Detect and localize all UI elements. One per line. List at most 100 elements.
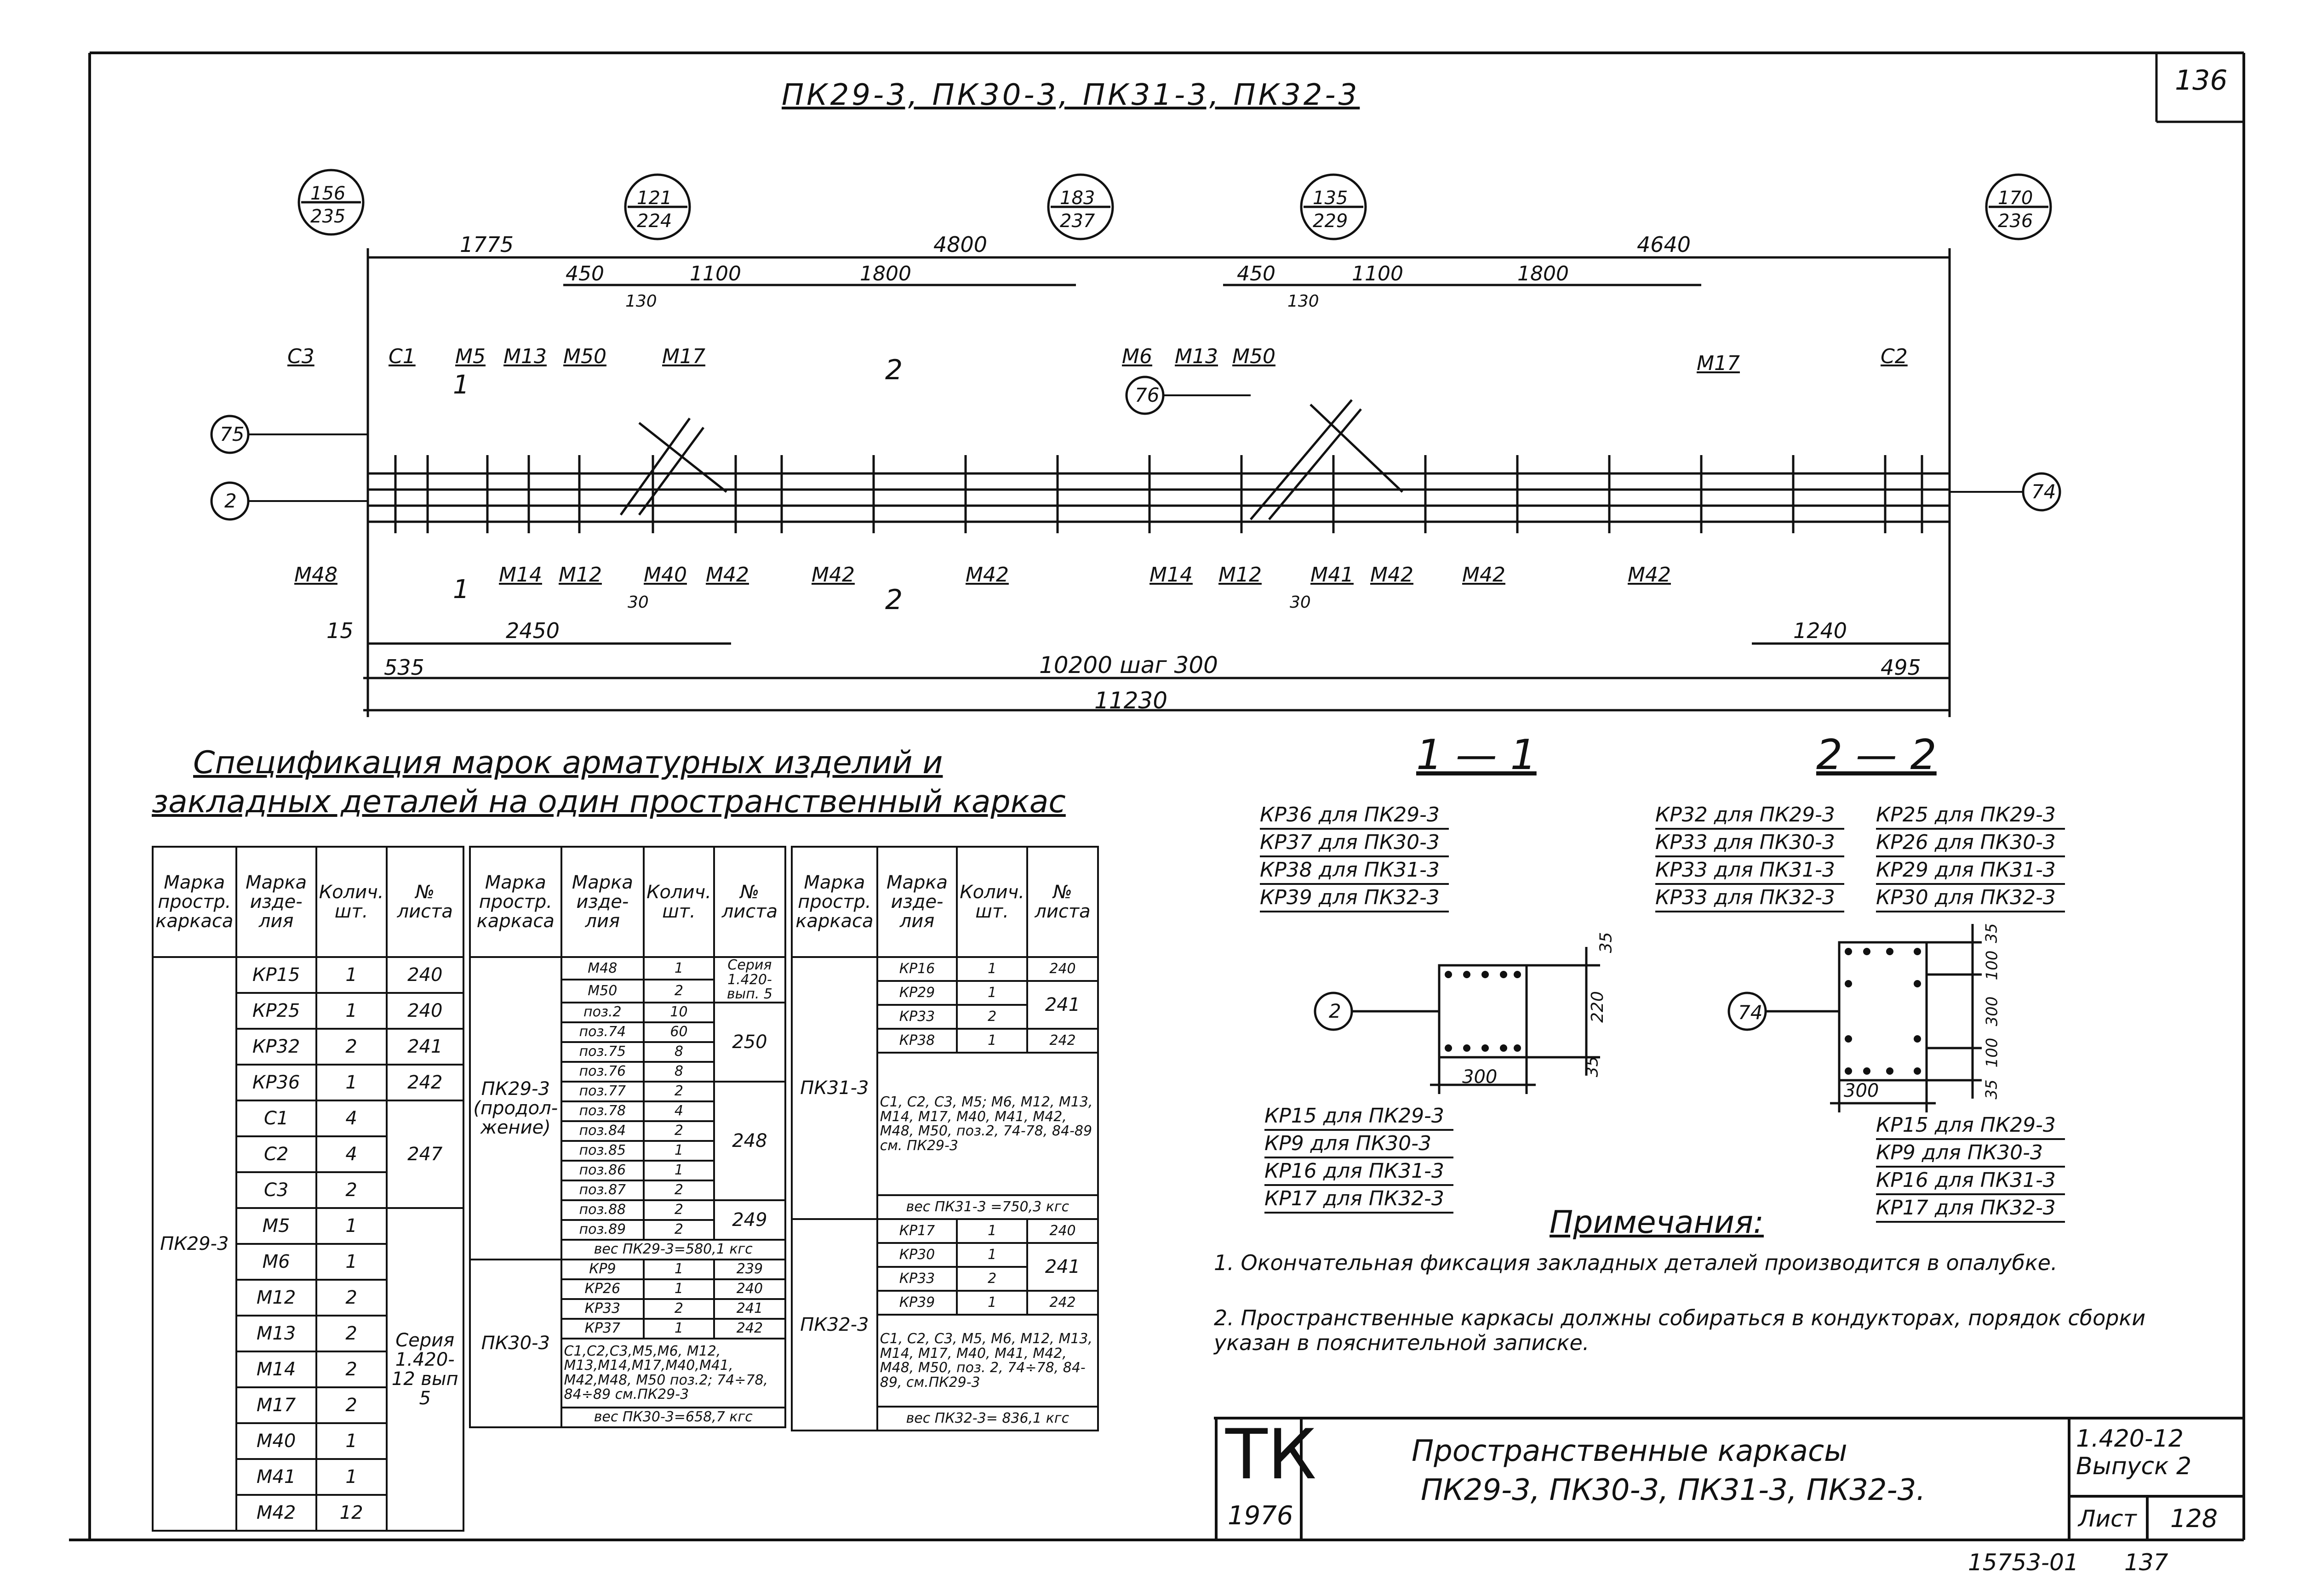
sheet: 241 [1026, 1242, 1099, 1292]
qty: 1 [315, 992, 388, 1030]
note-2: 2. Пространственные каркасы должны собир… [1214, 1305, 2146, 1355]
item: КР17 [876, 1218, 958, 1244]
item: КР33 [876, 1266, 958, 1292]
dim-535: 535 [384, 655, 424, 680]
section-1-1-axis: 2 [1329, 1000, 1341, 1022]
qty: 2 [956, 1266, 1028, 1292]
axis-mark-74: 74 [2031, 480, 2056, 503]
title-year: 1976 [1228, 1501, 1293, 1531]
section-1-1-top-labels: КР36 для ПК29-3 КР37 для ПК30-3 КР38 для… [1260, 802, 1449, 912]
item: КР33 [560, 1298, 645, 1320]
qty: 8 [643, 1041, 715, 1063]
item: М13 [235, 1315, 317, 1352]
item: поз.88 [560, 1199, 645, 1221]
item: М42 [235, 1494, 317, 1532]
item: КР32 [235, 1028, 317, 1066]
dim-1100-b: 1100 [1352, 262, 1403, 285]
label-m13-b: М13 [1175, 345, 1218, 368]
sheet: 240 [1026, 956, 1099, 982]
dim-35-top: 35 [1596, 932, 1616, 953]
spec-table-2: Марка простр. каркаса Марка изде- лия Ко… [469, 846, 787, 1428]
section-label: КР33 для ПК30-3 [1655, 830, 1844, 857]
archive-code: 15753-01 [1968, 1549, 2079, 1576]
axis-mark-76: 76 [1135, 384, 1160, 406]
weight: вес ПК32-3= 836,1 кгс [876, 1406, 1099, 1431]
section-mark-2-bottom: 2 [885, 584, 903, 616]
section-label: КР9 для ПК30-3 [1264, 1131, 1453, 1158]
dim-300: 300 [1462, 1066, 1498, 1088]
item: поз.89 [560, 1219, 645, 1241]
label-m50-a: М50 [563, 345, 606, 368]
qty: 2 [956, 1004, 1028, 1030]
callout-3-bottom: 237 [1060, 211, 1095, 232]
section-label: КР16 для ПК31-3 [1876, 1168, 2065, 1195]
dim-130-a: 130 [625, 292, 657, 311]
weight: вес ПК31-3 =750,3 кгс [876, 1194, 1099, 1220]
dim-4640: 4640 [1637, 232, 1691, 257]
qty: 1 [315, 1207, 388, 1245]
section-2-2-top-right-labels: КР25 для ПК29-3 КР26 для ПК30-3 КР29 для… [1876, 802, 2065, 912]
item: поз.86 [560, 1159, 645, 1181]
label-m42-d: М42 [1370, 563, 1413, 587]
sheet: 250 [713, 1001, 787, 1083]
sheet: 240 [385, 992, 464, 1030]
item: поз.74 [560, 1021, 645, 1043]
item: поз.77 [560, 1080, 645, 1102]
label-m42-e: М42 [1462, 563, 1505, 587]
dim-100-b: 100 [1983, 1037, 2002, 1068]
label-m12-a: М12 [559, 563, 602, 587]
section-2-2-axis: 74 [1738, 1001, 1763, 1024]
dim-1100-a: 1100 [690, 262, 741, 285]
item: поз.76 [560, 1060, 645, 1083]
qty: 2 [643, 979, 715, 1003]
qty: 4 [315, 1100, 388, 1137]
section-label: КР36 для ПК29-3 [1260, 802, 1449, 830]
sheet: 239 [713, 1258, 787, 1280]
dim-15: 15 [326, 618, 354, 643]
section-label: КР33 для ПК31-3 [1655, 857, 1844, 885]
dim-450-a: 450 [566, 262, 604, 285]
label-m13-a: М13 [503, 345, 547, 368]
qty: 2 [315, 1351, 388, 1388]
label-m14-a: М14 [499, 563, 542, 587]
section-mark-2-top: 2 [885, 354, 903, 386]
label-m42-c: М42 [966, 563, 1009, 587]
label-m12-b: М12 [1218, 563, 1262, 587]
dim-1800-a: 1800 [860, 262, 911, 285]
section-label: КР17 для ПК32-3 [1876, 1195, 2065, 1223]
qty: 1 [315, 1458, 388, 1496]
callout-3-top: 183 [1060, 188, 1095, 209]
item: КР9 [560, 1258, 645, 1280]
item: КР33 [876, 1004, 958, 1030]
col-header-sheet: № листа [385, 846, 464, 958]
item: М41 [235, 1458, 317, 1496]
label-m17-a: М17 [662, 345, 705, 368]
item: КР25 [235, 992, 317, 1030]
sheet: 240 [385, 956, 464, 994]
section-label: КР38 для ПК31-3 [1260, 857, 1449, 885]
dim-220: 220 [1588, 991, 1607, 1023]
item: КР16 [876, 956, 958, 982]
item-list: С1, С2, С3, М5, М6, М12, М13, М14, М17, … [876, 1314, 1099, 1408]
tk-logo: ТК [1225, 1415, 1317, 1495]
qty: 12 [315, 1494, 388, 1532]
section-label: КР33 для ПК32-3 [1655, 885, 1844, 912]
sheet-corner-number: 136 [2175, 64, 2228, 97]
qty: 2 [315, 1386, 388, 1424]
sheet: 242 [385, 1064, 464, 1101]
label-c1: С1 [389, 345, 416, 368]
sheet: 242 [1026, 1028, 1099, 1054]
item: М40 [235, 1422, 317, 1460]
qty: 1 [956, 1290, 1028, 1316]
qty: 1 [643, 1278, 715, 1300]
item: КР38 [876, 1028, 958, 1054]
qty: 1 [643, 956, 715, 981]
item: М48 [560, 956, 645, 981]
qty: 2 [315, 1315, 388, 1352]
weight: вес ПК29-3=580,1 кгс [560, 1238, 787, 1260]
item: КР26 [560, 1278, 645, 1300]
qty: 1 [956, 1218, 1028, 1244]
callout-2-bottom: 224 [637, 211, 672, 232]
item: М12 [235, 1279, 317, 1317]
col-header-item: Марка изде- лия [876, 846, 958, 958]
